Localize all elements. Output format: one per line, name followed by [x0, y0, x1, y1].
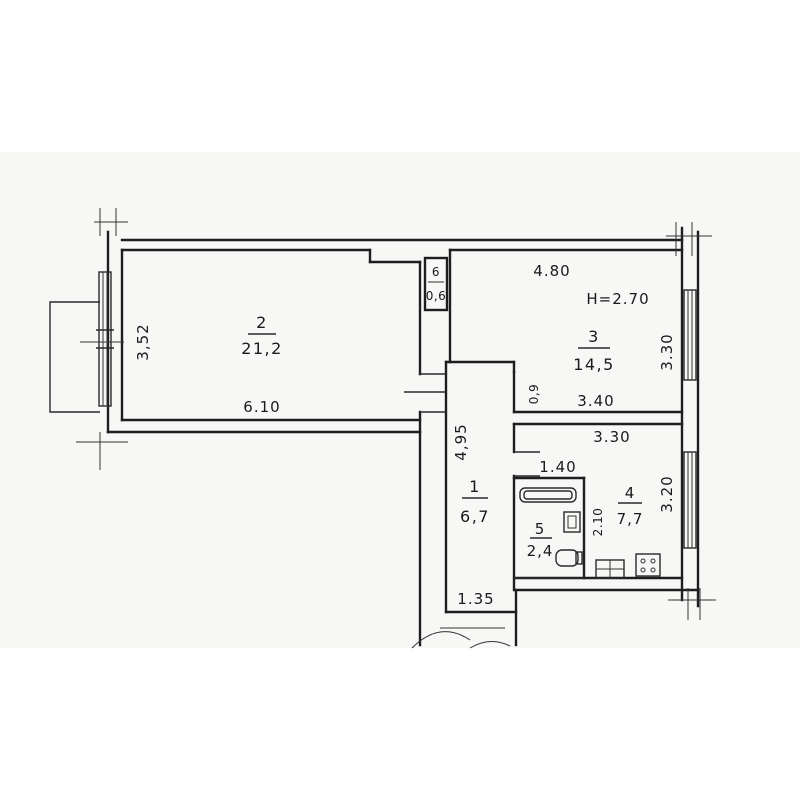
dimension-room4-top: 3.30 — [593, 428, 630, 446]
dimension-room2-width: 6.10 — [243, 398, 280, 416]
ceiling-height: H=2.70 — [586, 290, 649, 308]
room-4-number: 4 — [625, 484, 636, 502]
room-3-number: 3 — [588, 327, 600, 346]
bathtub-icon — [519, 487, 577, 503]
interior-walls — [418, 248, 684, 647]
room-1-number: 1 — [469, 477, 481, 496]
dimension-room3-depth: 3.30 — [658, 333, 676, 370]
room-6-area: 0,6 — [426, 289, 447, 303]
room-2-area: 21,2 — [241, 339, 283, 358]
room-5-label: 5 2,4 — [527, 520, 554, 560]
window-room2 — [96, 271, 114, 407]
scanned-sheet — [0, 152, 800, 648]
dimension-room2-depth: 3,52 — [134, 323, 152, 360]
toilet-icon — [555, 549, 583, 567]
room-1-label: 1 6,7 — [460, 477, 490, 526]
room-5-area: 2,4 — [527, 542, 554, 560]
room-6-number: 6 — [432, 265, 440, 279]
room-4-label: 4 7,7 — [617, 484, 644, 528]
dimension-room4-depth: 3.20 — [658, 475, 676, 512]
room-1-area: 6,7 — [460, 507, 490, 526]
dimension-room3-bottom: 3.40 — [577, 392, 614, 410]
room-6-label: 6 0,6 — [426, 265, 447, 303]
outer-walls — [106, 226, 700, 647]
dimension-room4-inner: 2.10 — [591, 508, 605, 537]
sink-icon — [595, 559, 625, 579]
dimension-corridor-length: 4,95 — [452, 423, 470, 460]
room-3-area: 14,5 — [573, 355, 615, 374]
axis-ticks — [76, 208, 716, 620]
balcony-room2 — [49, 301, 124, 413]
room-4-area: 7,7 — [617, 510, 644, 528]
window-kitchen — [683, 451, 697, 549]
room-5-number: 5 — [535, 520, 546, 538]
stove-icon — [635, 553, 661, 577]
dimension-room3-niche: 0,9 — [527, 384, 541, 405]
window-room3 — [683, 289, 697, 381]
room-3-label: 3 14,5 — [573, 327, 615, 374]
dimension-room3-top: 4.80 — [533, 262, 570, 280]
washbasin-icon — [563, 511, 581, 533]
door-openings — [404, 373, 540, 649]
dimension-bath-width: 1.40 — [539, 458, 576, 476]
room-2-number: 2 — [256, 313, 268, 332]
dimension-corridor-width: 1.35 — [457, 590, 494, 608]
room-2-label: 2 21,2 — [241, 313, 283, 358]
